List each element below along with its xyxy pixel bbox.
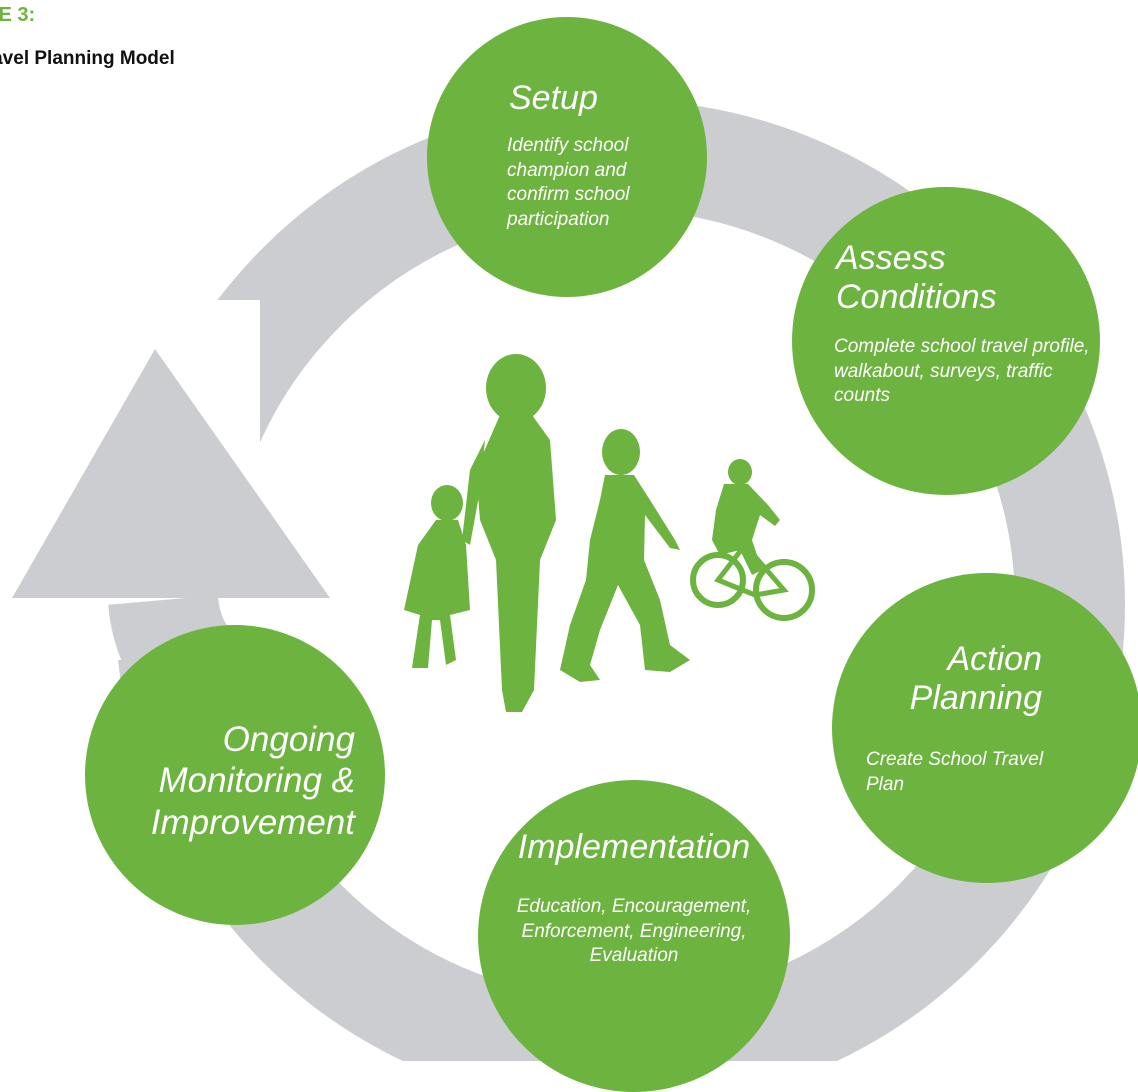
stage-assess-description: Complete school travel profile, walkabou… xyxy=(834,336,1090,407)
stage-ongoing-title: Ongoing Monitoring & Improvement xyxy=(150,720,355,842)
stage-implementation-title: Implementation xyxy=(517,828,751,866)
stage-implementation-circle: Implementation Education, Encouragement,… xyxy=(478,780,790,1092)
arrowhead xyxy=(12,349,402,598)
stage-setup-circle: Setup Identify school champion and confi… xyxy=(427,17,707,297)
figure-title: ol Travel Planning Model xyxy=(0,48,175,69)
woman-silhouette-icon xyxy=(462,354,556,712)
stage-action-circle: Action Planning Create School Travel Pla… xyxy=(832,573,1138,883)
people-silhouettes xyxy=(404,354,815,712)
stage-implementation-description: Education, Encouragement, Enforcement, E… xyxy=(516,896,752,967)
stage-assess-title: Assess Conditions xyxy=(836,239,997,317)
cyclist-silhouette-icon xyxy=(690,459,815,621)
stage-action-description: Create School Travel Plan xyxy=(866,749,1044,795)
stage-action-title: Action Planning xyxy=(909,640,1042,718)
girl-silhouette-icon xyxy=(404,485,470,668)
diagram-canvas: Setup Identify school champion and confi… xyxy=(0,4,1138,1092)
figure-label: RE 3: xyxy=(0,4,36,26)
stage-setup-description: Identify school champion and confirm sch… xyxy=(507,135,630,231)
stage-assess-circle: Assess Conditions Complete school travel… xyxy=(792,187,1100,495)
boy-walking-silhouette-icon xyxy=(560,429,690,682)
stage-setup-title: Setup xyxy=(509,79,598,117)
stage-ongoing-circle: Ongoing Monitoring & Improvement xyxy=(85,625,385,925)
